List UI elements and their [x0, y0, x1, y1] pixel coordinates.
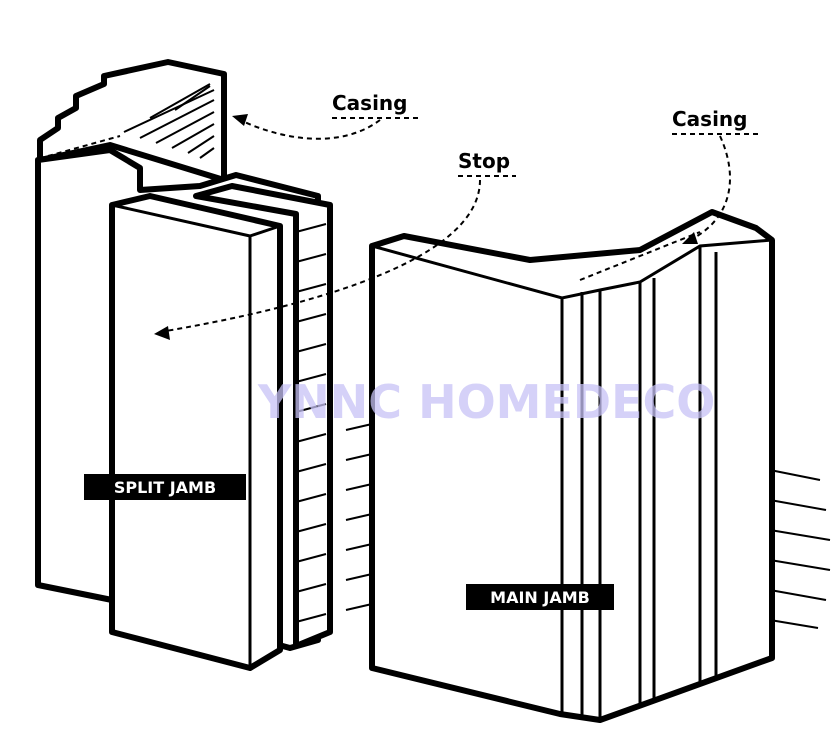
main-jamb-label: MAIN JAMB [490, 588, 590, 607]
main-jamb-top-edge [371, 238, 773, 300]
stop-label: Stop [458, 149, 510, 173]
main-jamb-dashed-edge [579, 231, 701, 281]
split-jamb-front-panel [109, 193, 283, 671]
split-jamb-label: SPLIT JAMB [114, 478, 216, 497]
casing-left-label: Casing [332, 91, 408, 115]
watermark: YNNC HOMEDECO [257, 375, 715, 429]
casing-left-arrowhead [232, 114, 248, 126]
split-jamb-top-edge [111, 203, 251, 238]
split-jamb-casing-hatch [123, 83, 215, 159]
stop-arrowhead [154, 326, 170, 340]
split-jamb-tag [84, 474, 246, 500]
callout-arrows [154, 114, 731, 340]
main-jamb-tag [466, 584, 614, 610]
casing-right-arrowhead [682, 232, 698, 244]
casing-right-label: Casing [672, 107, 748, 131]
casing-left-leader [235, 117, 381, 140]
main-jamb-drawing [345, 209, 831, 723]
split-jamb-drawing [35, 59, 333, 671]
split-jamb-dashed-edge [47, 135, 121, 157]
stop-leader [159, 179, 481, 333]
split-jamb-top-edge-2 [249, 224, 281, 238]
split-jamb-slot-hatch [295, 223, 327, 623]
main-jamb-body [369, 209, 775, 723]
main-jamb-shadow-hatch [345, 423, 831, 629]
split-jamb-casing-profile [37, 59, 227, 183]
